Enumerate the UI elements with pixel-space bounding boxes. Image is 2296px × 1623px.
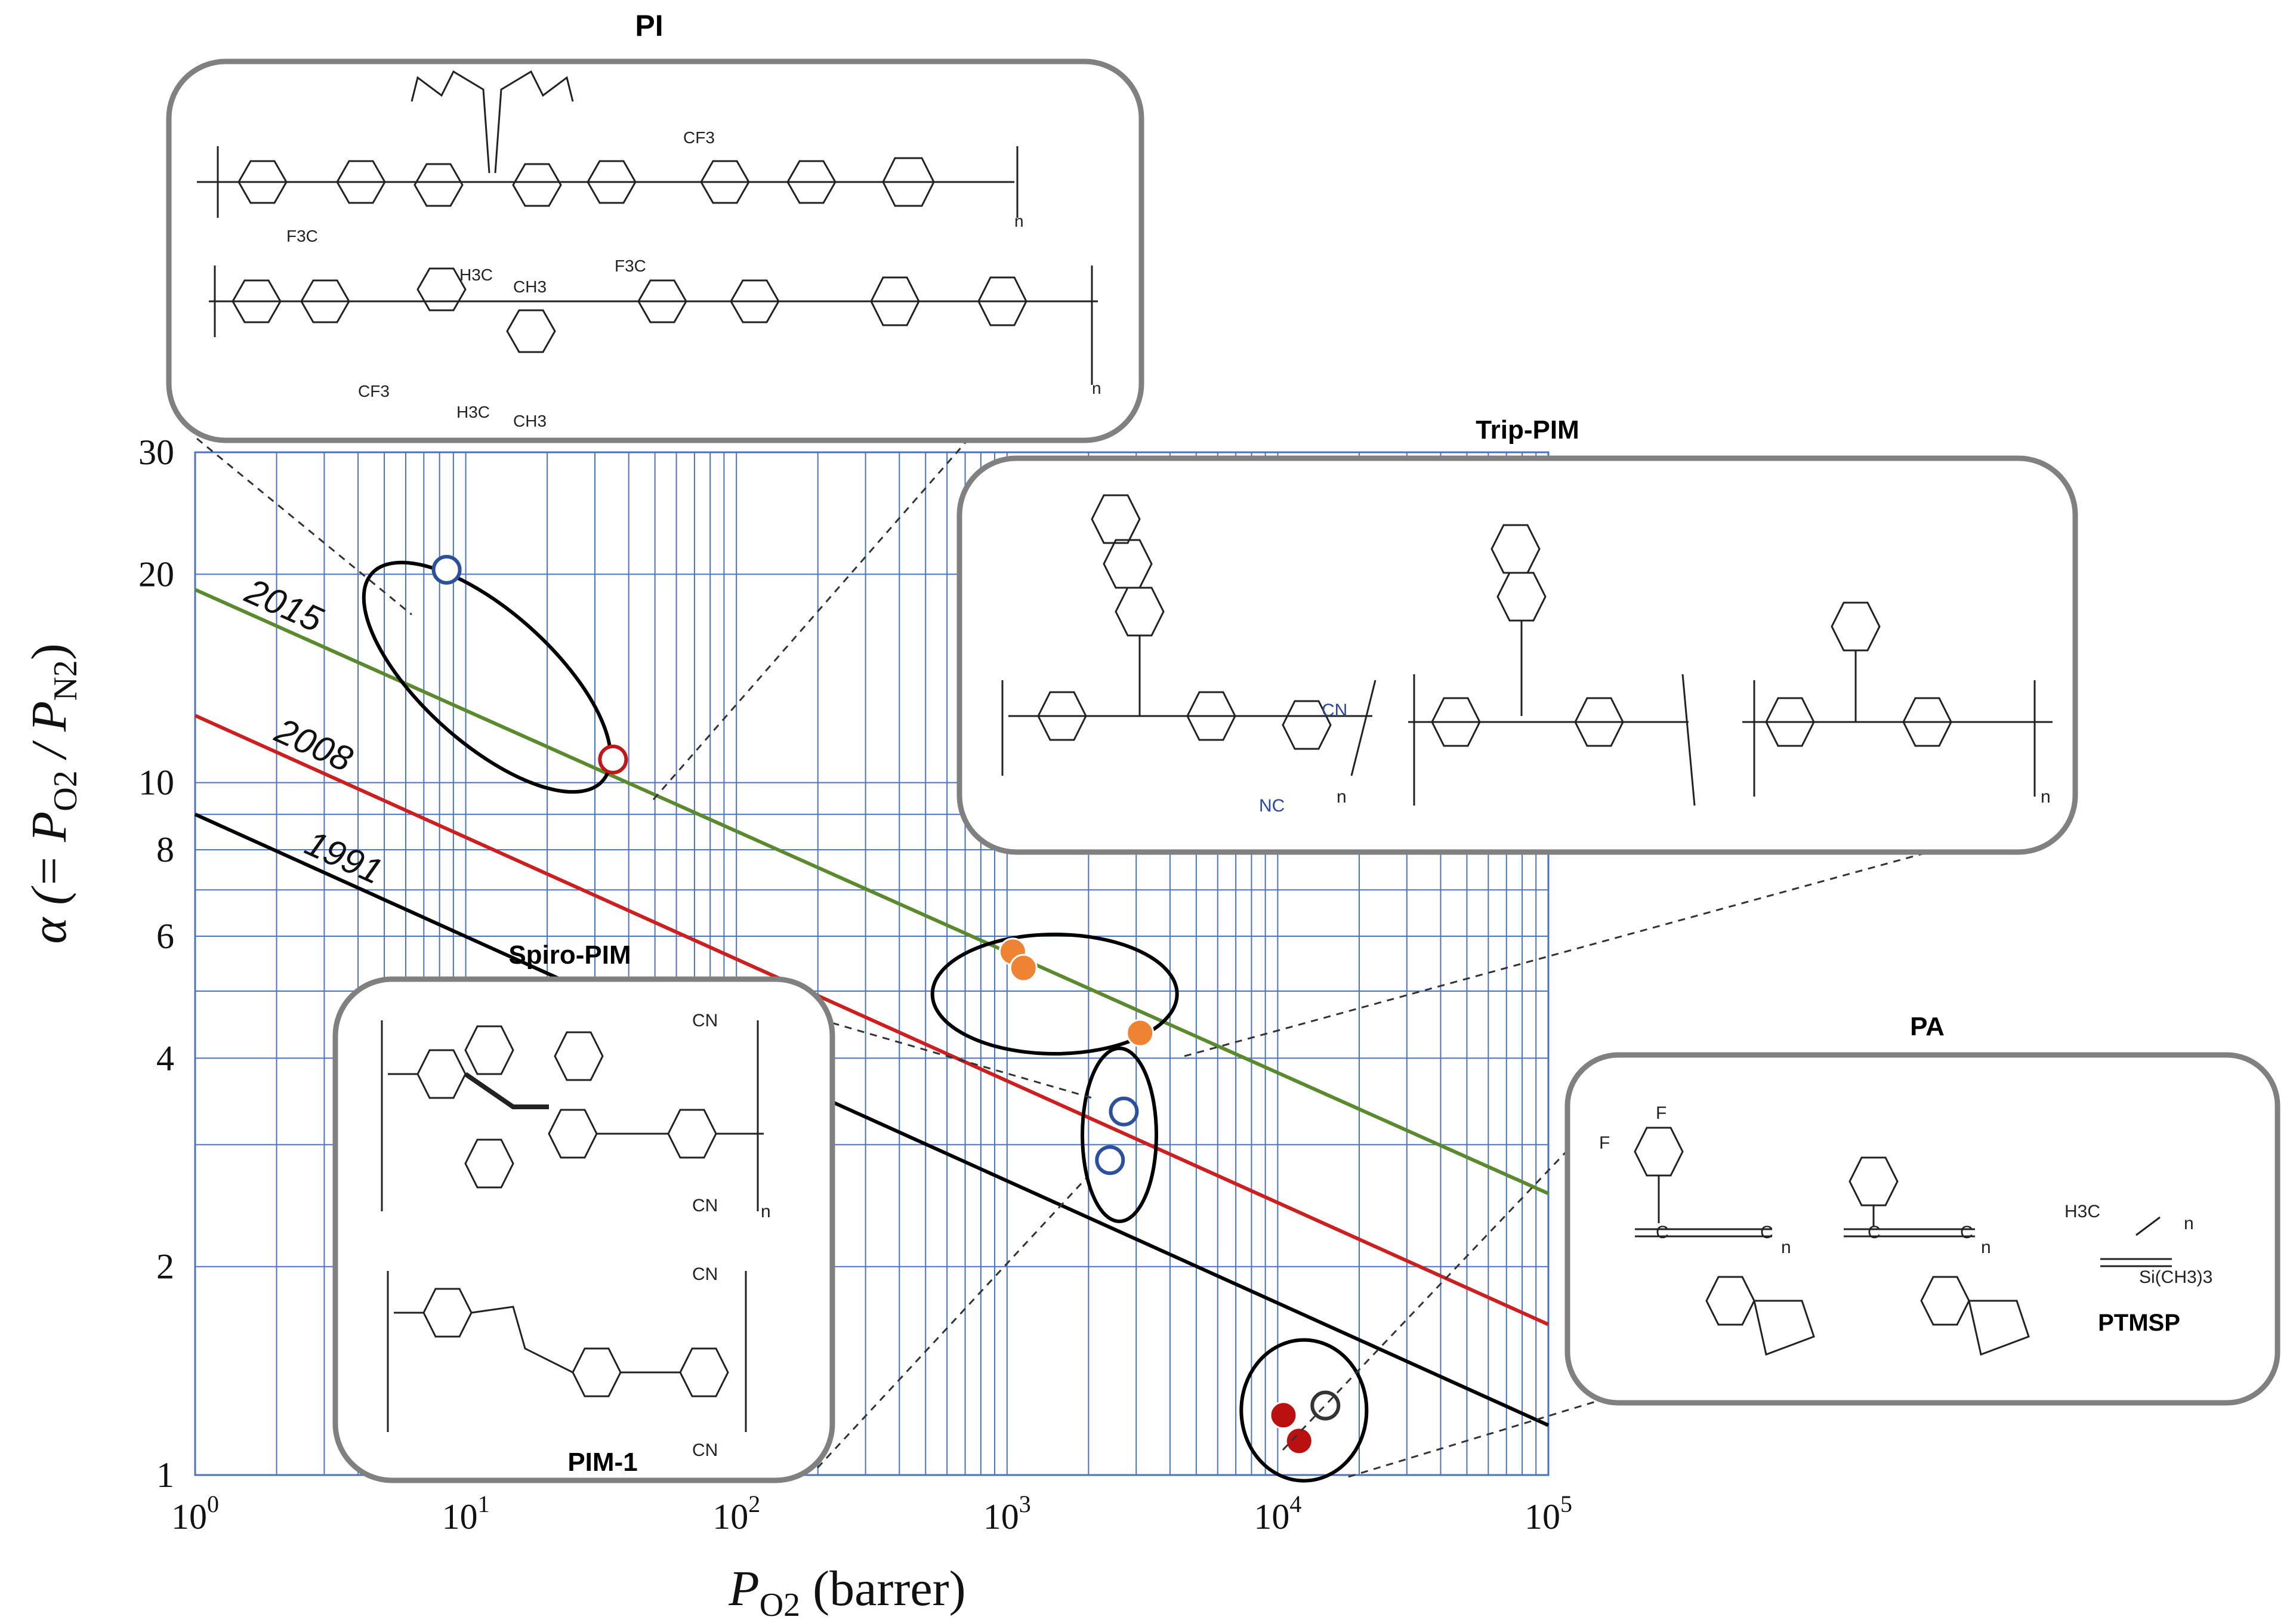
svg-text:n: n: [1337, 787, 1347, 807]
svg-text:H3C: H3C: [456, 403, 490, 421]
y-tick-label: 20: [138, 554, 174, 594]
upper-bound-1991: [194, 812, 1550, 1427]
svg-text:H3C: H3C: [2064, 1202, 2100, 1221]
group-ellipse-pa: [1239, 1338, 1369, 1483]
x-tick-label: 100: [171, 1491, 219, 1536]
svg-text:C: C: [1960, 1223, 1973, 1242]
svg-text:F: F: [1599, 1133, 1610, 1153]
x-tick-label: 104: [1254, 1491, 1301, 1536]
x-tick-label: 103: [983, 1491, 1031, 1536]
svg-text:F3C: F3C: [615, 257, 646, 275]
x-tick-label: 101: [442, 1491, 490, 1536]
trip-pim-structure-panel: Trip-PIM: [956, 415, 2078, 855]
data-point-spiro-pim: [1109, 1096, 1139, 1127]
svg-text:CF3: CF3: [358, 382, 390, 400]
upper-bound-2015: [194, 588, 1550, 1196]
x-tick-label: 102: [712, 1491, 760, 1536]
svg-text:CH3: CH3: [513, 277, 547, 296]
group-ellipse-spiro-pim: [1081, 1046, 1159, 1223]
y-tick-label: 8: [156, 830, 174, 869]
data-point-pi: [431, 554, 462, 585]
svg-text:n: n: [2041, 787, 2051, 807]
group-ellipse-trip-pim: [930, 933, 1179, 1056]
data-point-pa: [1269, 1401, 1298, 1430]
svg-text:n: n: [1014, 212, 1024, 230]
svg-text:H3C: H3C: [459, 266, 493, 284]
svg-text:C: C: [1656, 1223, 1669, 1242]
svg-text:n: n: [1981, 1238, 1991, 1257]
y-tick-label: 10: [138, 763, 174, 803]
svg-text:F3C: F3C: [286, 227, 318, 245]
group-ellipses: [362, 560, 1369, 1483]
svg-text:CH3: CH3: [513, 412, 547, 430]
data-point-spiro-pim: [1095, 1145, 1125, 1175]
pa-structure-panel: PA PTMSP F F C C n C C n: [1564, 1012, 2280, 1406]
pi-structure-panel: PI CF3: [166, 9, 1144, 443]
svg-text:CN: CN: [692, 1196, 718, 1215]
ptmsp-label: PTMSP: [2098, 1310, 2180, 1336]
data-point-trip-pim: [1009, 954, 1038, 982]
group-ellipse-pi: [362, 560, 613, 794]
svg-text:CN: CN: [1322, 701, 1347, 720]
svg-text:CN: CN: [692, 1264, 718, 1284]
y-axis-label: α (= PO2 / PN2): [21, 643, 84, 944]
y-tick-label: 4: [156, 1038, 174, 1078]
svg-text:n: n: [1781, 1238, 1791, 1257]
pim-1-label: PIM-1: [567, 1448, 637, 1477]
svg-text:n: n: [761, 1202, 771, 1221]
data-point-pi: [598, 744, 628, 775]
svg-text:NC: NC: [1259, 796, 1285, 816]
data-point-pa: [1310, 1390, 1341, 1421]
spiro-pim-structure-panel: Spiro-PIM PIM-1 CN CN n: [332, 940, 835, 1483]
svg-text:CF3: CF3: [683, 128, 715, 147]
axis-tick-labels: 100 101 102 103 104 105 1 2 4 6 8 10 20 30: [138, 433, 1572, 1536]
svg-text:F: F: [1656, 1103, 1667, 1123]
data-point-trip-pim: [1126, 1019, 1155, 1047]
y-tick-label: 30: [138, 433, 174, 472]
data-point-pa: [1285, 1427, 1313, 1455]
svg-text:CN: CN: [692, 1011, 718, 1030]
svg-text:n: n: [2184, 1214, 2194, 1233]
x-tick-label: 105: [1525, 1491, 1572, 1536]
svg-text:C: C: [1868, 1223, 1881, 1242]
x-axis-label: PO2 (barrer): [728, 1561, 965, 1623]
pi-panel-title: PI: [635, 9, 663, 42]
upper-bound-2008: [194, 714, 1550, 1326]
plot-area-border: [194, 451, 1550, 1476]
y-tick-label: 2: [156, 1247, 174, 1286]
svg-text:CN: CN: [692, 1440, 718, 1460]
svg-text:n: n: [1092, 379, 1101, 397]
y-tick-label: 6: [156, 917, 174, 956]
spiro-pim-panel-title: Spiro-PIM: [508, 940, 631, 970]
y-tick-label: 1: [156, 1455, 174, 1495]
svg-text:C: C: [1760, 1223, 1773, 1242]
trip-pim-panel-title: Trip-PIM: [1476, 415, 1579, 445]
data-points: [431, 554, 1341, 1455]
pa-panel-title: PA: [1910, 1012, 1945, 1041]
svg-text:Si(CH3)3: Si(CH3)3: [2139, 1267, 2212, 1287]
plot-frame: [194, 451, 1550, 1476]
